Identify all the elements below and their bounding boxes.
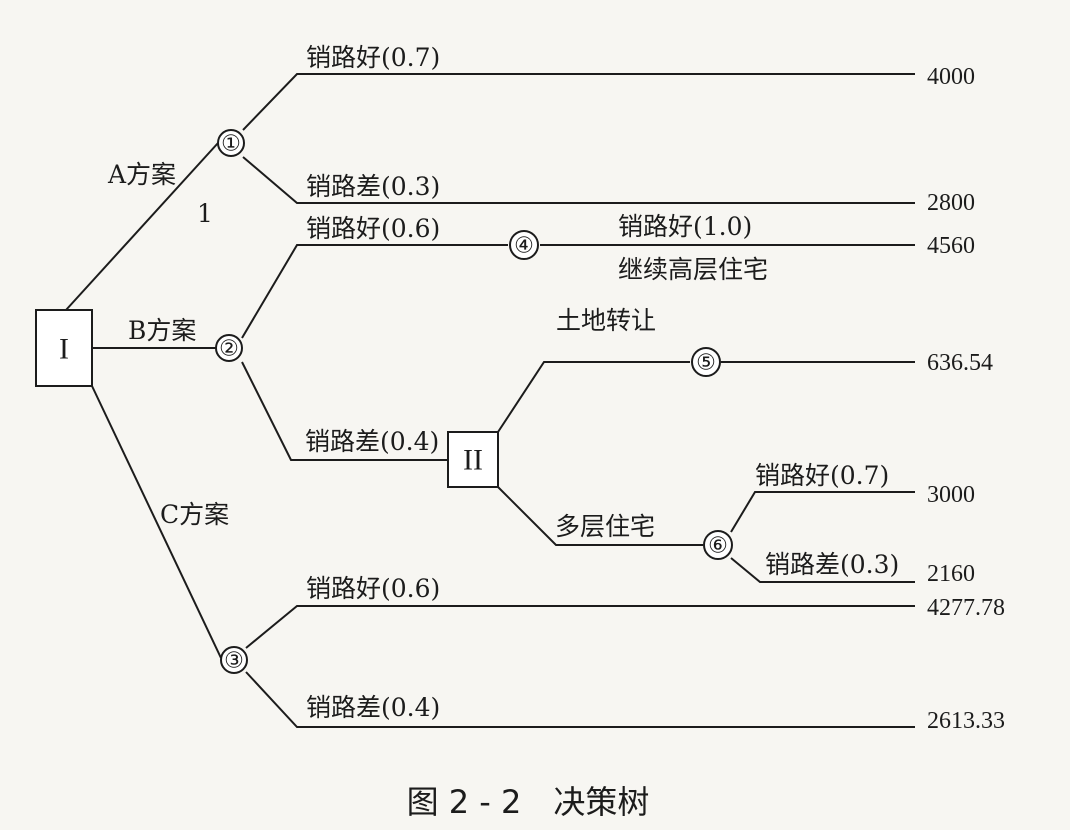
edge-decision2-multi bbox=[497, 486, 703, 546]
chance-node-2: ② bbox=[215, 334, 243, 362]
label-plan-a-note: 1 bbox=[197, 199, 213, 228]
edge-root-to-node3 bbox=[91, 385, 222, 659]
outcome-c-good: 4277.78 bbox=[927, 595, 1005, 621]
outcome-a-bad: 2800 bbox=[927, 190, 975, 216]
label-land-transfer: 土地转让 bbox=[556, 306, 656, 335]
chance-node-6-label: ⑥ bbox=[708, 534, 728, 559]
edge-node6-good bbox=[730, 491, 915, 533]
chance-node-4: ④ bbox=[509, 230, 539, 260]
chance-node-1-label: ① bbox=[221, 132, 241, 157]
outcome-c-bad: 2613.33 bbox=[927, 708, 1005, 734]
label-plan-a: A方案 bbox=[107, 160, 176, 189]
label-node6-good: 销路好(0.7) bbox=[755, 461, 889, 490]
outcome-land-transfer: 636.54 bbox=[927, 350, 993, 376]
chance-node-4-label: ④ bbox=[514, 234, 534, 259]
label-continue-high-rise: 继续高层住宅 bbox=[618, 255, 768, 284]
chance-node-2-label: ② bbox=[219, 337, 239, 362]
edge-node2-good bbox=[241, 244, 508, 339]
label-node6-bad: 销路差(0.3) bbox=[765, 550, 899, 579]
edge-root-to-node1 bbox=[65, 142, 219, 311]
outcome-node4-good: 4560 bbox=[927, 233, 975, 259]
label-c-good: 销路好(0.6) bbox=[306, 574, 440, 603]
edge-node2-bad bbox=[241, 361, 448, 461]
chance-node-1: ① bbox=[217, 129, 245, 157]
label-a-bad: 销路差(0.3) bbox=[306, 172, 440, 201]
label-b-good: 销路好(0.6) bbox=[306, 214, 440, 243]
decision-node-root: I bbox=[35, 309, 93, 387]
edge-decision2-land bbox=[497, 361, 690, 433]
label-plan-c: C方案 bbox=[160, 500, 229, 529]
edge-node3-bad bbox=[245, 671, 915, 728]
label-plan-b: B方案 bbox=[128, 316, 196, 345]
chance-node-5-label: ⑤ bbox=[696, 351, 716, 376]
figure-caption: 图 2 - 2 决策树 bbox=[407, 783, 650, 821]
outcome-a-good: 4000 bbox=[927, 64, 975, 90]
chance-node-3-label: ③ bbox=[224, 649, 244, 674]
edge-node3-good bbox=[245, 605, 915, 649]
edge-node1-good bbox=[242, 73, 915, 131]
chance-node-5: ⑤ bbox=[691, 347, 721, 377]
label-b-bad: 销路差(0.4) bbox=[305, 427, 439, 456]
label-a-good: 销路好(0.7) bbox=[306, 43, 440, 72]
outcome-node6-good: 3000 bbox=[927, 482, 975, 508]
outcome-node6-bad: 2160 bbox=[927, 561, 975, 587]
chance-node-3: ③ bbox=[220, 646, 248, 674]
decision-node-second: II bbox=[447, 431, 499, 488]
tree-edges bbox=[65, 73, 915, 728]
chance-node-6: ⑥ bbox=[703, 530, 733, 560]
label-c-bad: 销路差(0.4) bbox=[306, 693, 440, 722]
label-multi-storey: 多层住宅 bbox=[555, 512, 655, 541]
decision-node-root-label: I bbox=[59, 333, 69, 366]
label-node4-good: 销路好(1.0) bbox=[618, 212, 752, 241]
decision-node-second-label: II bbox=[463, 444, 483, 477]
edge-node1-bad bbox=[242, 156, 915, 204]
edge-node6-bad bbox=[730, 557, 915, 583]
